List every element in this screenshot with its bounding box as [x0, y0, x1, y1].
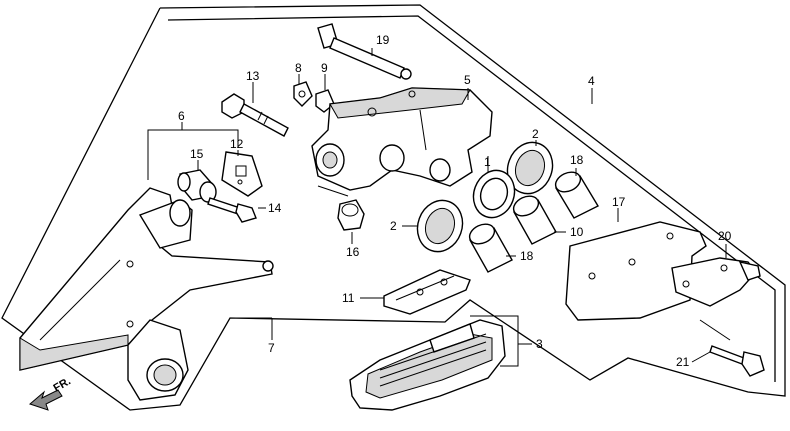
- bolt-16: [337, 199, 365, 231]
- leader-16-bracket: [317, 185, 349, 197]
- leader-6-bracket: [147, 129, 239, 180]
- caliper-body-5: [311, 87, 493, 191]
- callout-13: 13: [246, 69, 260, 83]
- piston-10: [512, 195, 557, 245]
- bolt-21: [709, 345, 765, 377]
- piston-seal-2-lower: [416, 199, 464, 253]
- pin-19: [317, 23, 412, 80]
- callout-9: 9: [321, 61, 328, 75]
- piston-seal-2-upper: [506, 141, 554, 195]
- callout-17: 17: [612, 195, 626, 209]
- callout-20: 20: [718, 229, 732, 243]
- boot-15: [177, 169, 217, 203]
- callout-19: 19: [376, 33, 390, 47]
- piston-18-upper: [554, 171, 599, 219]
- assembly-boundary-inner: [167, 15, 776, 382]
- callout-10: 10: [570, 225, 584, 239]
- pin-bolt-13: [221, 93, 289, 137]
- brake-pads-3: [349, 319, 506, 411]
- callout-7: 7: [268, 341, 275, 355]
- callout-5: 5: [464, 73, 471, 87]
- leader-21-ext: [699, 319, 731, 341]
- callout-16: 16: [346, 245, 360, 259]
- callout-21: 21: [676, 355, 690, 369]
- plate-20: [671, 257, 761, 307]
- callout-4: 4: [588, 74, 595, 88]
- leader-3-bracket: [470, 315, 519, 367]
- callout-8: 8: [295, 61, 302, 75]
- callout-6: 6: [178, 109, 185, 123]
- callout-14: 14: [268, 201, 282, 215]
- caliper-bracket: [19, 187, 274, 401]
- front-direction-label: FR.: [52, 375, 73, 394]
- pad-retainer-11: [383, 269, 471, 315]
- pad-spring-12: [221, 151, 263, 197]
- callout-12: 12: [230, 137, 244, 151]
- callout-15: 15: [190, 147, 204, 161]
- callout-18a: 18: [570, 153, 584, 167]
- callout-11: 11: [342, 291, 355, 305]
- bleeder-screw-8: [293, 81, 313, 107]
- front-direction-arrow-icon: [29, 389, 63, 411]
- assembly-boundary-outer: [1, 4, 786, 411]
- callout-1: 1: [484, 155, 491, 169]
- piston-18-lower: [468, 223, 513, 273]
- callout-2a: 2: [532, 127, 539, 141]
- callout-2b: 2: [390, 219, 397, 233]
- piston-1-upper: [472, 169, 516, 219]
- callout-3: 3: [536, 337, 543, 351]
- bolt-14: [207, 197, 257, 223]
- callout-18b: 18: [520, 249, 534, 263]
- leader-21: [691, 351, 711, 363]
